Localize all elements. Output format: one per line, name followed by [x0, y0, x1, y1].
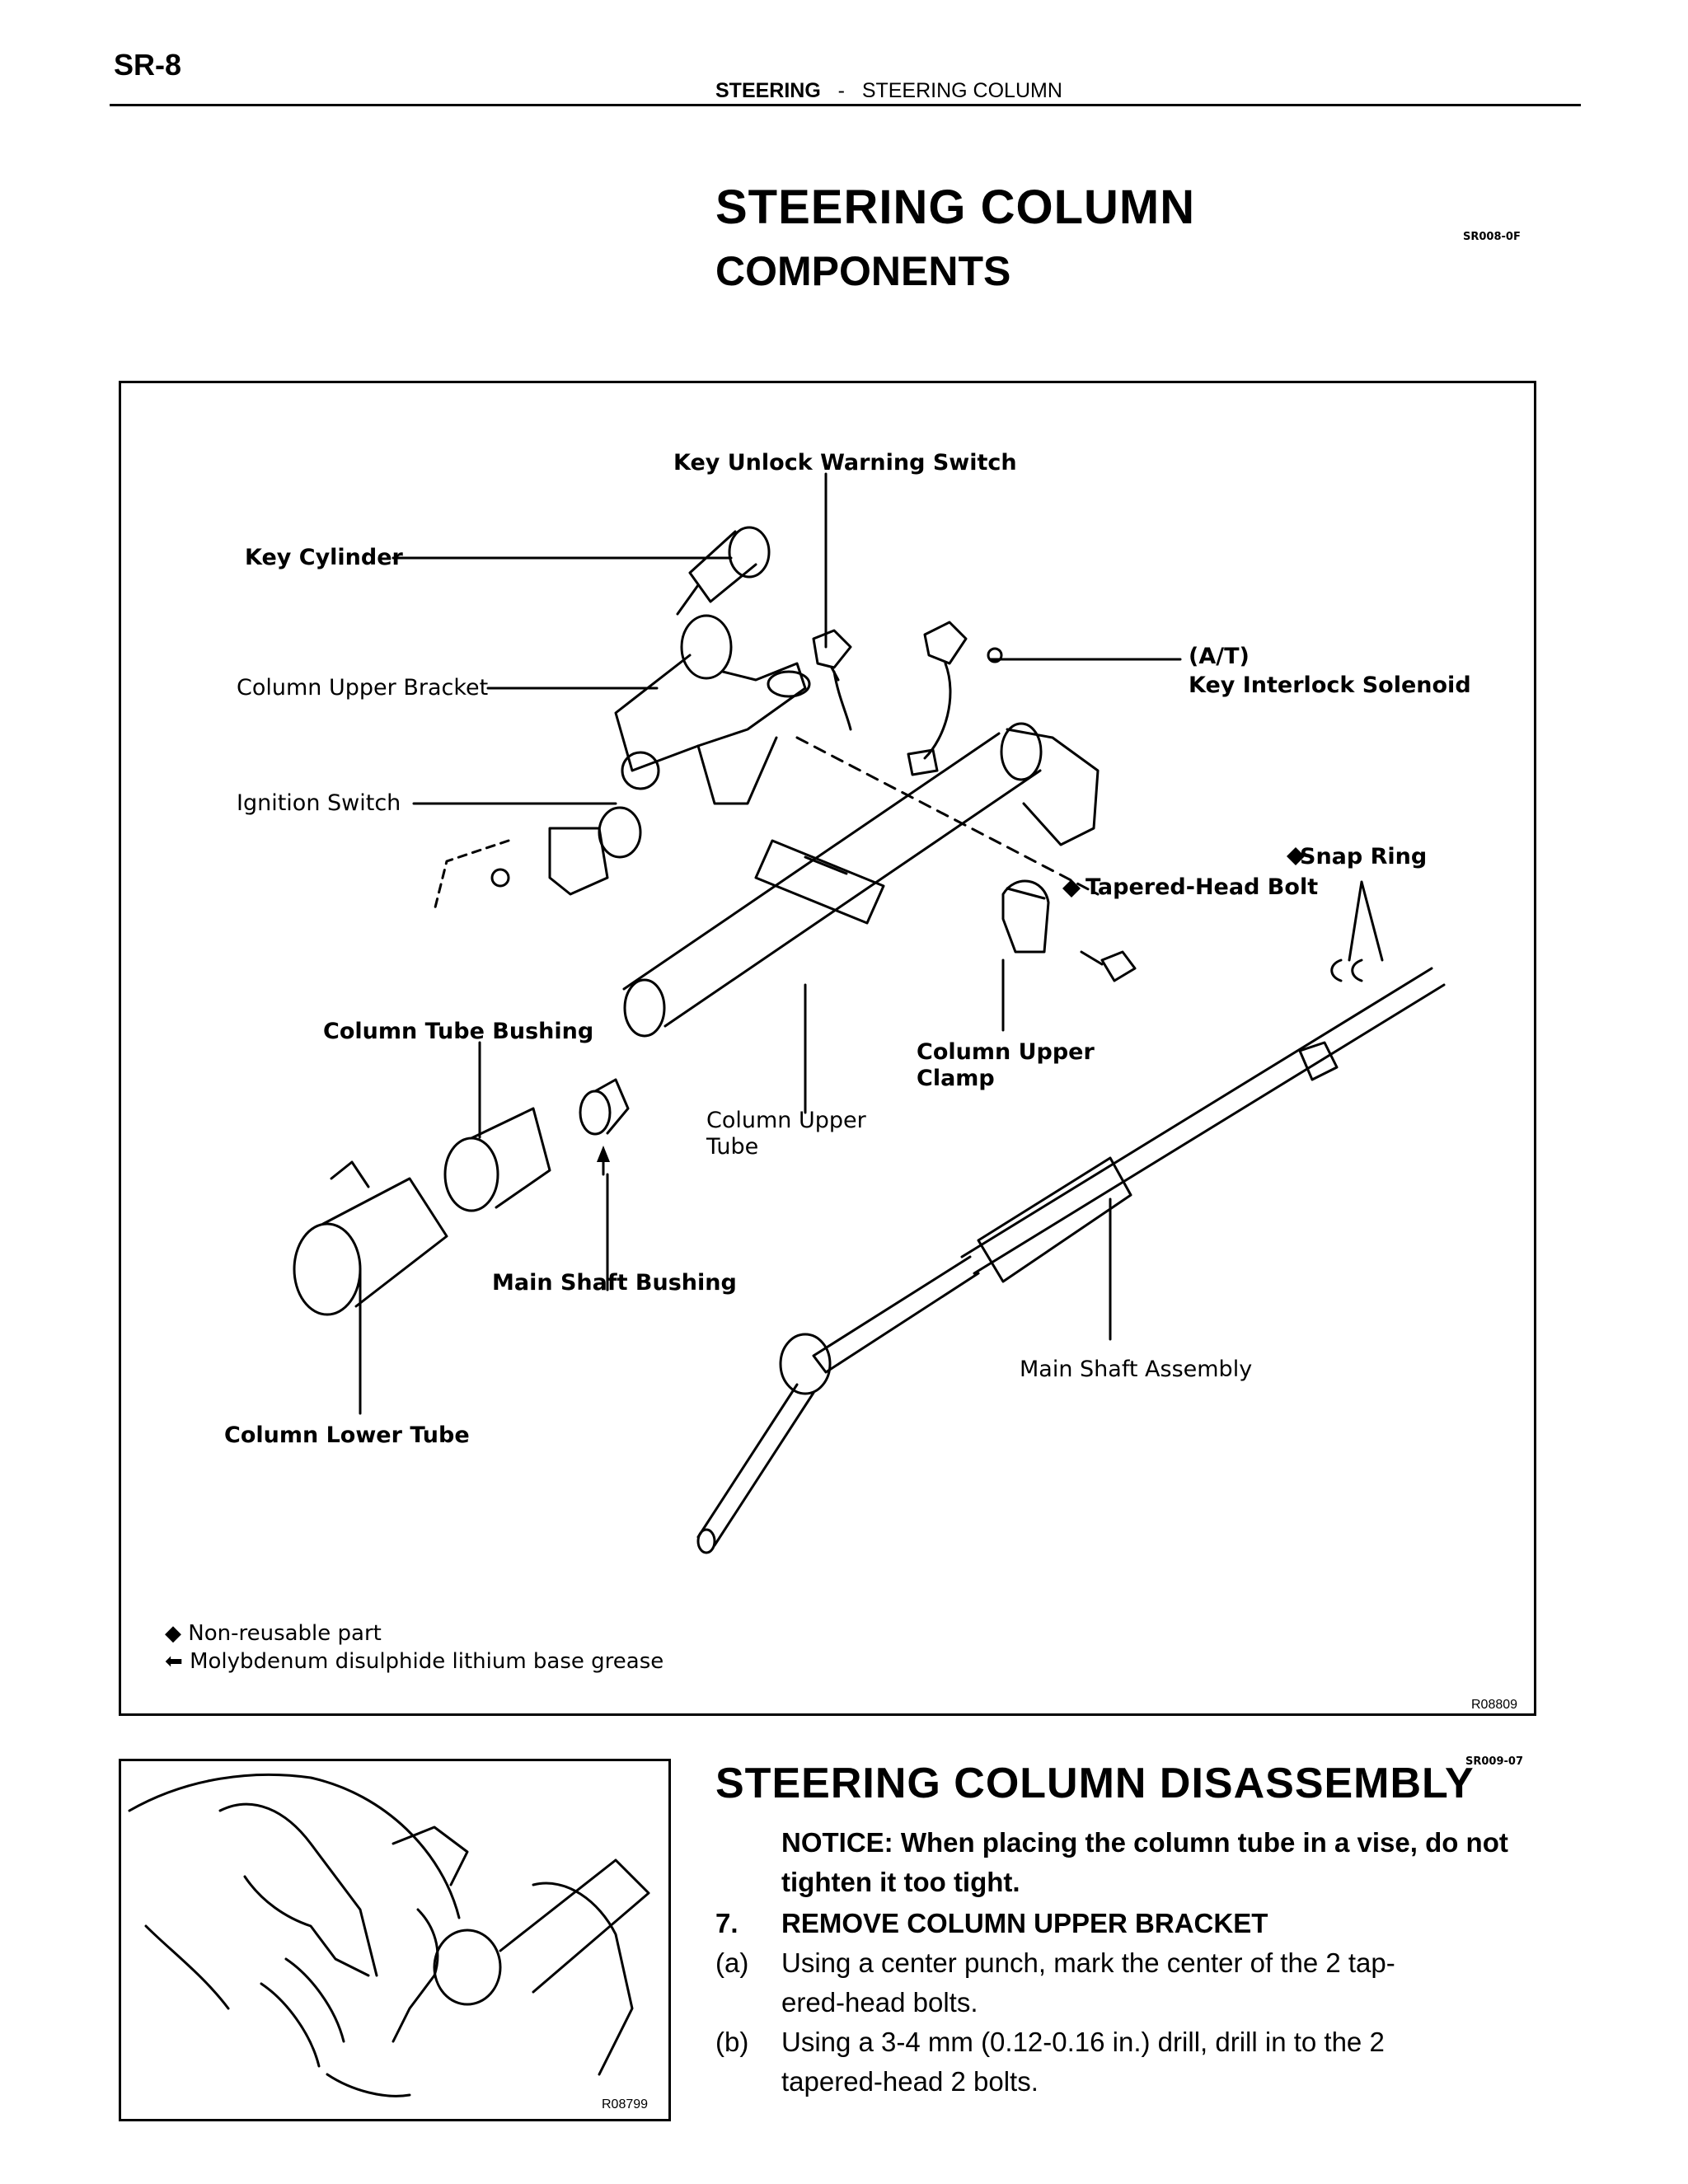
column-upper-tube-part [622, 722, 1100, 1038]
notice-text: NOTICE: When placing the column tube in … [781, 1827, 1508, 1897]
column-upper-clamp-part [1001, 879, 1050, 954]
label-interlock: Key Interlock Solenoid [1189, 673, 1471, 698]
bracket-ring-sketch [433, 1929, 502, 2006]
ignition-switch-part [490, 806, 642, 896]
main-shaft-assembly-part [696, 967, 1446, 1554]
hand-outline-upper [128, 1773, 461, 1919]
components-figure-frame [119, 381, 1536, 1716]
label-upper-clamp-2: Clamp [917, 1066, 995, 1091]
disassembly-code: SR009-07 [1465, 1755, 1523, 1768]
column-tube-bushing-part [443, 1107, 551, 1212]
dashed-screw-line [433, 839, 510, 912]
base-sketch [326, 2073, 411, 2097]
figure-legend: ◆ Non-reusable part ⬅ Molybdenum disulph… [165, 1619, 663, 1675]
label-snap-ring: Snap Ring [1300, 844, 1427, 869]
key-interlock-solenoid-part [907, 621, 1003, 776]
step-7: 7. REMOVE COLUMN UPPER BRACKET [715, 1904, 1268, 1943]
key-cylinder-sketch [392, 1825, 469, 1886]
step-a: (a) Using a center punch, mark the center… [715, 1943, 1540, 2022]
finger-outline-2 [260, 1982, 321, 2068]
label-main-shaft: Main Shaft Assembly [1020, 1357, 1252, 1382]
label-ignition-switch: Ignition Switch [237, 790, 401, 816]
label-upper-clamp-1: Column Upper [917, 1039, 1095, 1065]
main-shaft-bushing-part [579, 1078, 630, 1136]
tapered-bolt-part [1080, 950, 1137, 982]
label-tube-bushing: Column Tube Bushing [323, 1019, 593, 1044]
legend-nonreusable-text: Non-reusable part [188, 1621, 382, 1646]
header-rule [110, 104, 1581, 106]
components-code: SR008-0F [1463, 231, 1521, 243]
key-cylinder-part [676, 526, 771, 616]
running-head-section: STEERING [715, 79, 821, 102]
running-head-separator: - [837, 79, 845, 102]
leader-snap-ring [1348, 880, 1384, 962]
label-key-cylinder: Key Cylinder [245, 545, 404, 570]
snap-ring-part [1330, 958, 1363, 982]
finger-outline-1 [284, 1957, 345, 2043]
disassembly-title: STEERING COLUMN DISASSEMBLY [715, 1760, 1475, 1807]
dashed-bolt-line [795, 736, 1100, 896]
legend-nonreusable: ◆ Non-reusable part [165, 1621, 382, 1646]
column-lower-tube-part [293, 1160, 448, 1316]
running-head-subsection: STEERING COLUMN [861, 79, 1062, 102]
running-head: STEERING - STEERING COLUMN [715, 79, 1062, 103]
label-main-bushing: Main Shaft Bushing [492, 1270, 737, 1296]
illustration-code: R08799 [602, 2097, 649, 2111]
label-lower-tube: Column Lower Tube [224, 1422, 470, 1448]
step-a-text-1: Using a center punch, mark the center of… [781, 1947, 1395, 1978]
tapered-bolt-diamond-icon [1062, 879, 1081, 898]
disassembly-illustration [128, 1773, 650, 2097]
page-subtitle: COMPONENTS [715, 248, 1011, 294]
label-upper-tube-1: Column Upper [706, 1108, 867, 1133]
step-7-title: REMOVE COLUMN UPPER BRACKET [781, 1908, 1268, 1938]
step-a-label: (a) [715, 1947, 749, 1978]
step-7-number: 7. [715, 1908, 738, 1938]
step-b: (b) Using a 3-4 mm (0.12-0.16 in.) drill,… [715, 2022, 1540, 2102]
step-b-label: (b) [715, 2027, 749, 2057]
step-a-text-2: ered-head bolts. [781, 1987, 978, 2018]
bracket-sketch [532, 1882, 634, 2076]
figure-code: R08809 [1471, 1698, 1518, 1712]
leader-tapered-bolt [1006, 887, 1046, 900]
thumb-outline [243, 1875, 370, 1977]
label-upper-bracket: Column Upper Bracket [237, 675, 488, 701]
grease-arrow-icon [597, 1146, 610, 1162]
key-unlock-switch-part [812, 629, 852, 731]
label-at: (A/T) [1189, 644, 1250, 669]
hand-outline-lower [144, 1924, 230, 2010]
page-code: SR-8 [114, 48, 182, 82]
punch-tool-outline [392, 1908, 439, 2043]
snap-ring-diamond-icon [1287, 847, 1305, 865]
tube-sketch [499, 1858, 650, 1994]
label-tapered-bolt: Tapered-Head Bolt [1085, 874, 1318, 900]
label-key-unlock: Key Unlock Warning Switch [673, 450, 1017, 476]
label-upper-tube-2: Tube [706, 1134, 758, 1160]
disassembly-illustration-frame [119, 1759, 671, 2121]
arm-outline [218, 1802, 378, 1977]
components-diagram: Key Unlock Warning Switch Key Cylinder C… [224, 450, 1471, 1554]
legend-grease: ⬅ Molybdenum disulphide lithium base gre… [165, 1649, 664, 1674]
upper-bracket-part [614, 614, 811, 805]
step-b-text-2: tapered-head 2 bolts. [781, 2066, 1039, 2097]
page-title: STEERING COLUMN [715, 180, 1196, 234]
step-b-text-1: Using a 3-4 mm (0.12-0.16 in.) drill, dr… [781, 2027, 1385, 2057]
legend-grease-text: Molybdenum disulphide lithium base greas… [190, 1649, 664, 1674]
